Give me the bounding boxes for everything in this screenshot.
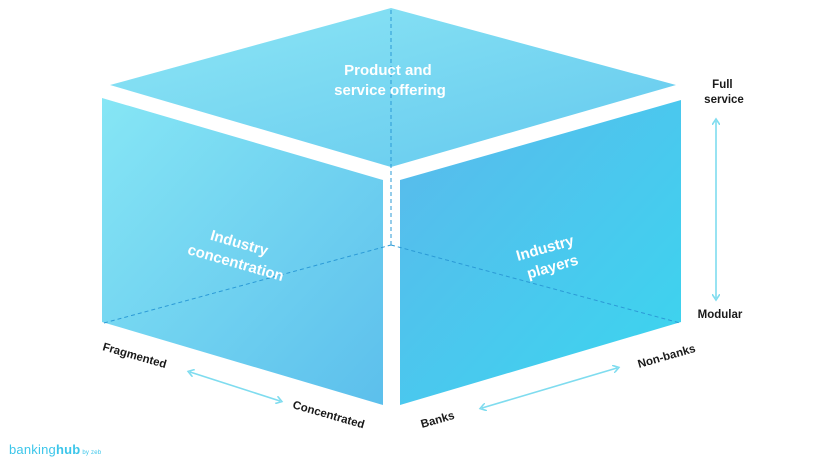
top-face-label-line2: service offering xyxy=(334,82,446,99)
vertical-axis-top-line2: service xyxy=(704,94,744,106)
right-face xyxy=(400,100,681,405)
left-edge-end-label: Concentrated xyxy=(291,399,366,431)
brand-part2: hub xyxy=(55,442,81,457)
left-face xyxy=(102,98,383,405)
hidden-edges xyxy=(103,10,681,324)
right-edge-start-label: Banks xyxy=(420,410,457,431)
vertical-axis-top-label: Full service xyxy=(704,79,744,106)
top-face xyxy=(110,8,676,167)
brand-part1: banking xyxy=(9,442,56,457)
hidden-left-edge xyxy=(103,244,392,324)
right-edge-end-label: Non-banks xyxy=(637,343,697,371)
vertical-axis-top-line1: Full xyxy=(712,79,732,91)
top-face-label: Product and service offering xyxy=(334,62,446,99)
left-edge-start-label: Fragmented xyxy=(101,341,168,371)
left-edge-arrow xyxy=(190,372,280,401)
top-face-label-line1: Product and xyxy=(344,62,432,79)
vertical-axis-bottom-label: Modular xyxy=(698,309,743,321)
hidden-right-edge xyxy=(390,244,681,324)
brand-suffix: by zeb xyxy=(82,450,102,456)
right-edge-arrow xyxy=(482,368,617,408)
